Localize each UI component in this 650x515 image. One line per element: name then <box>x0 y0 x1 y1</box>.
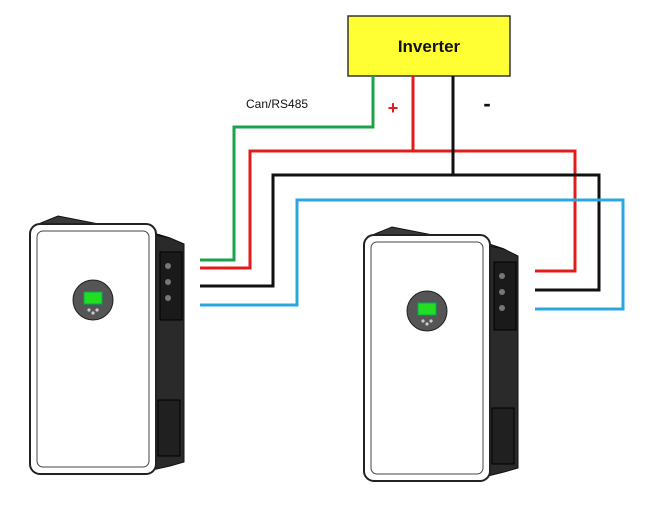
battery-front-inner <box>370 241 484 475</box>
positive-symbol: + <box>388 98 399 118</box>
terminal-port <box>165 279 171 285</box>
control-button <box>425 322 429 326</box>
battery-base-slot <box>491 407 515 465</box>
battery-front-panel <box>29 223 157 475</box>
battery-base-slot <box>157 399 181 457</box>
battery-control-panel <box>406 290 448 332</box>
control-button <box>87 308 91 312</box>
negative-cable-branch <box>453 173 601 292</box>
battery-front-panel <box>363 234 491 482</box>
battery-display-screen <box>417 302 437 316</box>
control-button <box>91 311 95 315</box>
can-rs485-label: Can/RS485 <box>246 97 308 111</box>
negative-symbol: - <box>483 91 490 116</box>
battery-control-panel <box>72 279 114 321</box>
negative-cable-main <box>200 76 455 288</box>
inverter-label: Inverter <box>398 37 461 56</box>
battery-unit-1 <box>29 215 185 475</box>
inverter: Inverter <box>347 15 511 77</box>
battery-connector-panel <box>159 251 183 321</box>
terminal-port <box>499 273 505 279</box>
can-rs485-cable <box>200 76 375 262</box>
control-button <box>429 319 433 323</box>
control-button <box>95 308 99 312</box>
battery-connector-panel <box>493 261 517 331</box>
control-button <box>421 319 425 323</box>
inverter-box <box>347 15 511 77</box>
battery-display-screen <box>83 291 103 305</box>
positive-cable-main <box>200 76 415 270</box>
terminal-port <box>499 289 505 295</box>
battery-unit-2 <box>363 226 519 482</box>
terminal-port <box>165 263 171 269</box>
positive-cable-branch <box>413 149 577 273</box>
battery-front-inner <box>36 230 150 468</box>
terminal-port <box>165 295 171 301</box>
terminal-port <box>499 305 505 311</box>
link-cable <box>200 198 625 311</box>
